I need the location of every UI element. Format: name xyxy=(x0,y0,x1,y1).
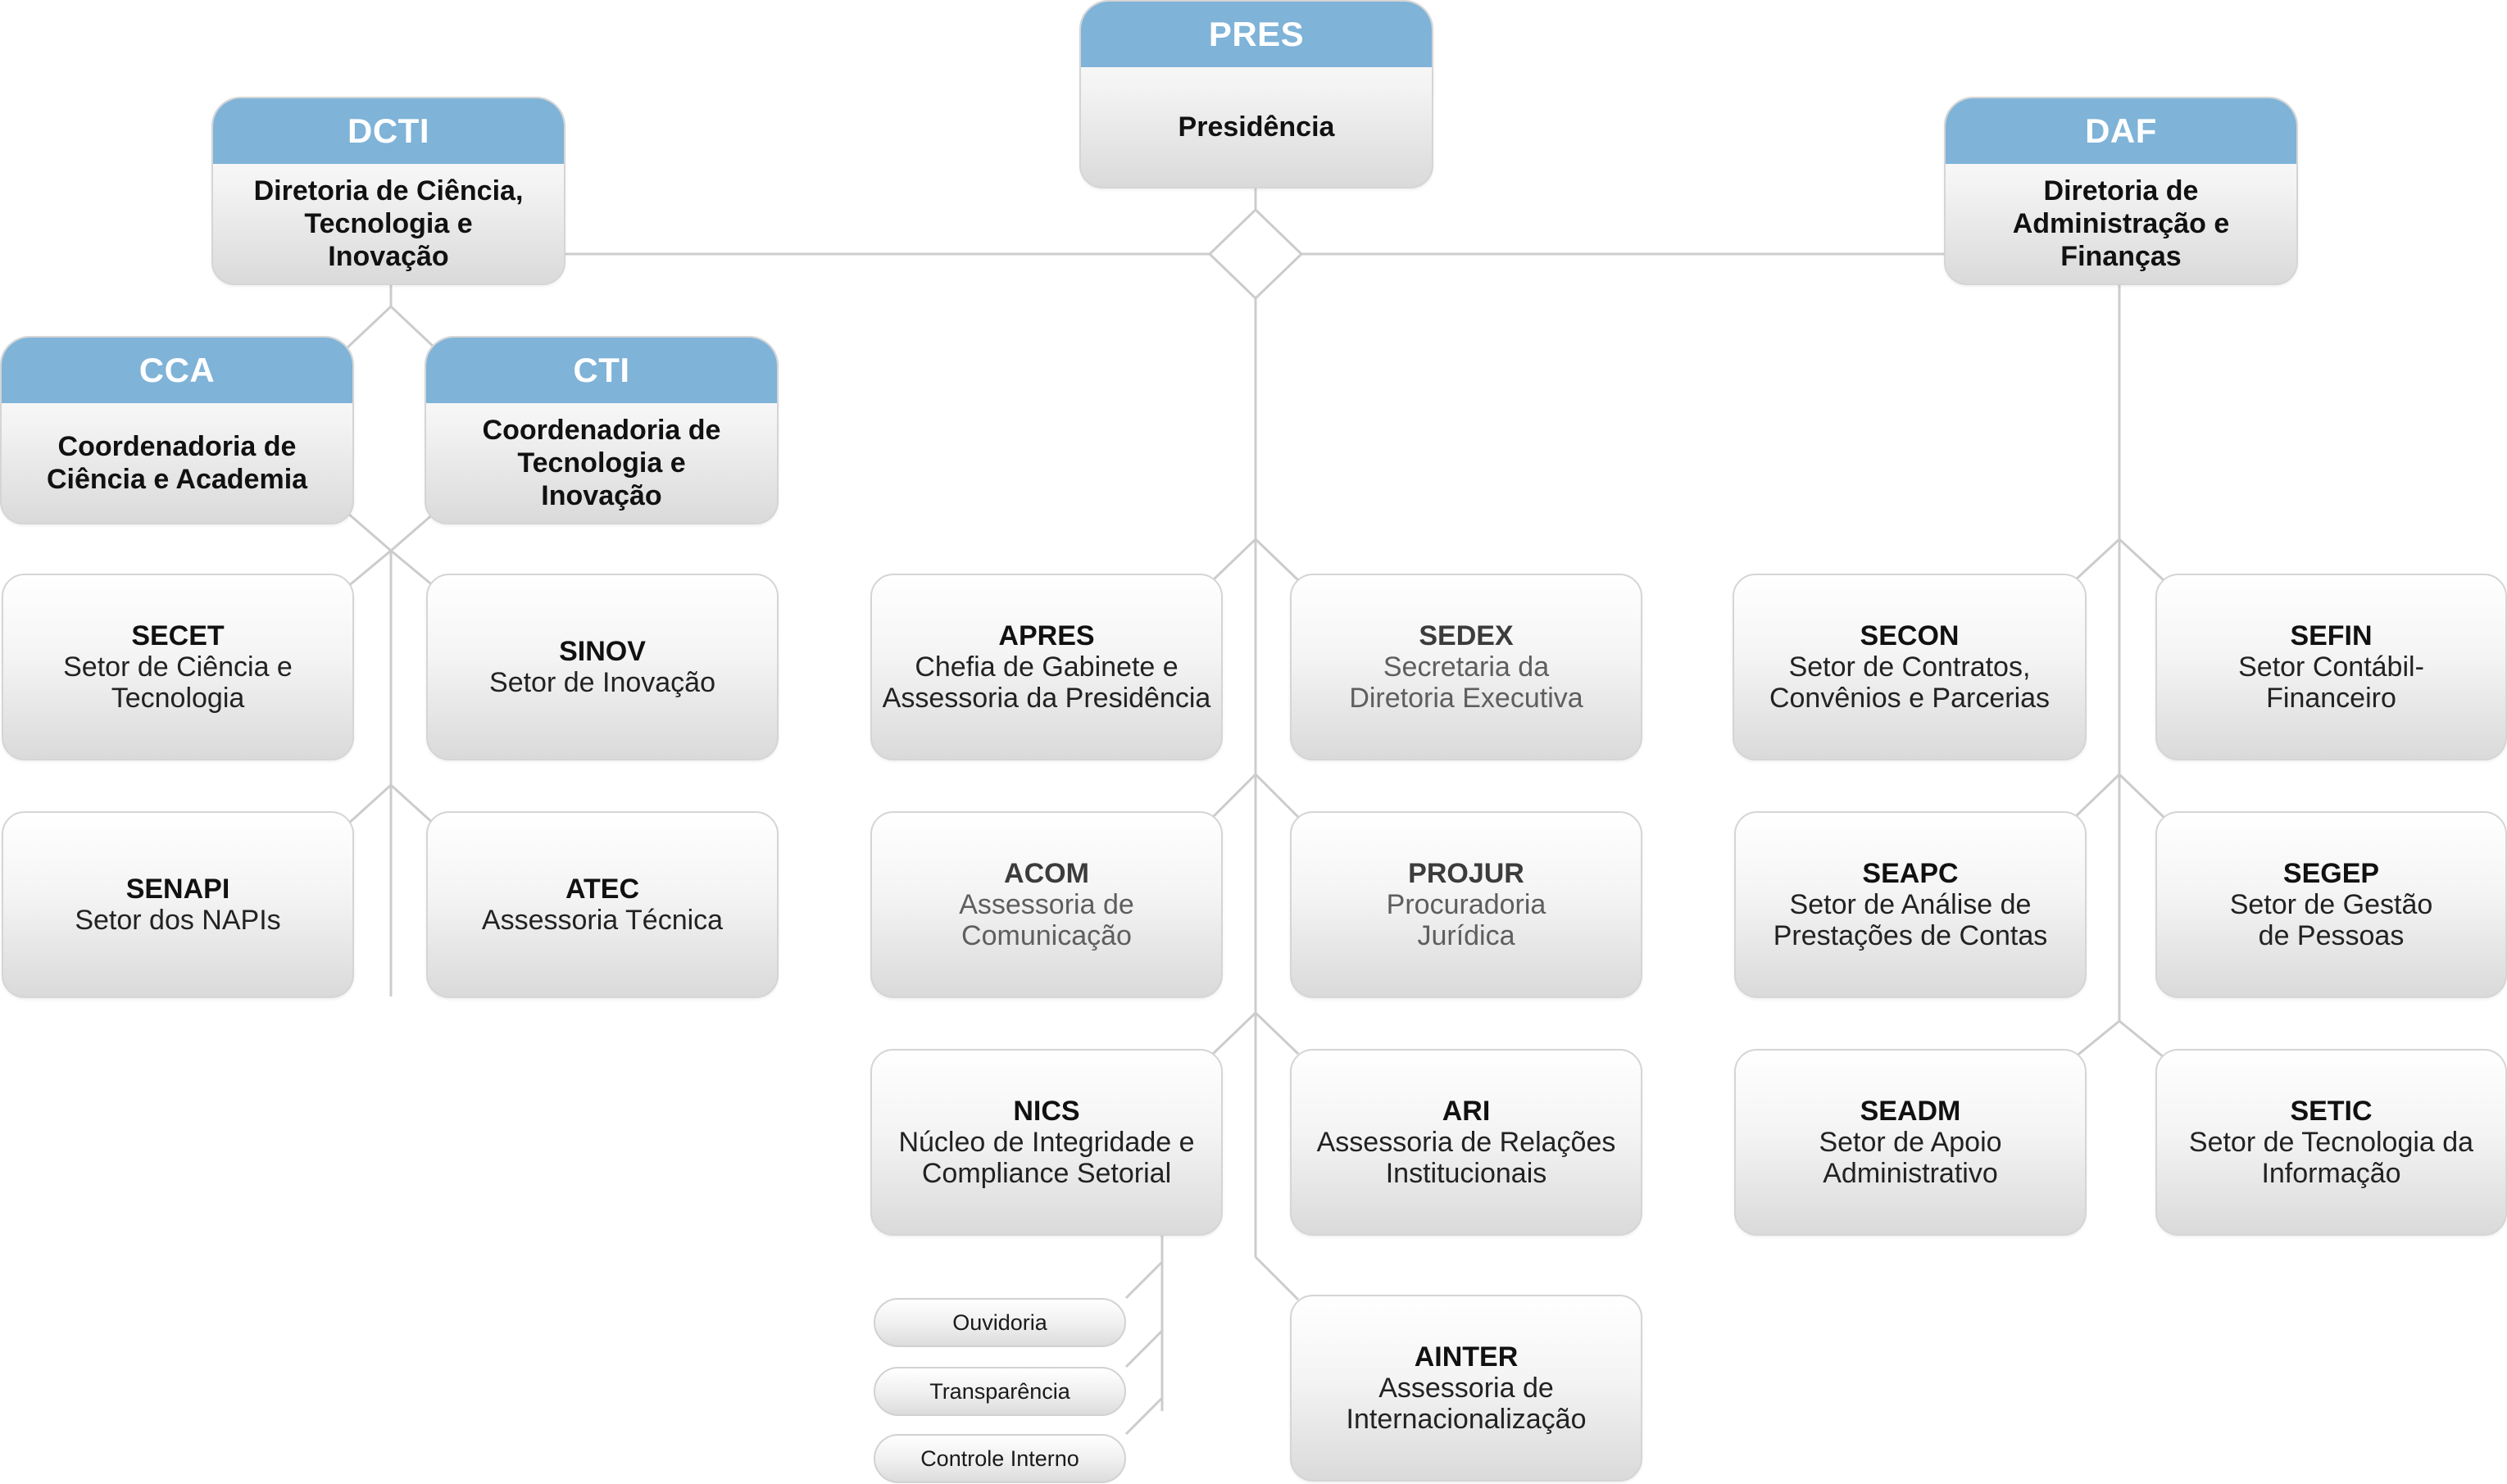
node-code: SEGEP xyxy=(2282,858,2380,889)
node-desc: Assessoria de Comunicação xyxy=(959,889,1134,951)
node-atec: ATEC Assessoria Técnica xyxy=(426,811,779,998)
node-code: SEADM xyxy=(1860,1096,1961,1127)
node-name: Coordenadoria de Ciência e Academia xyxy=(46,431,308,495)
node-apres: APRES Chefia de Gabinete e Assessoria da… xyxy=(870,574,1223,760)
node-acom: ACOM Assessoria de Comunicação xyxy=(870,811,1223,998)
node-code: ARI xyxy=(1442,1096,1491,1127)
node-dcti: DCTI Diretoria de Ciência, Tecnologia e … xyxy=(211,97,565,285)
node-name: Diretoria de Ciência, Tecnologia e Inova… xyxy=(253,175,524,272)
node-desc: Setor Contábil-Financeiro xyxy=(2238,651,2424,714)
node-seapc: SEAPC Setor de Análise de Prestações de … xyxy=(1734,811,2087,998)
node-code: CCA xyxy=(2,338,352,403)
node-setic: SETIC Setor de Tecnologia da Informação xyxy=(2155,1049,2507,1236)
node-cti: CTI Coordenadoria de Tecnologia e Inovaç… xyxy=(425,336,779,524)
node-name: Presidência xyxy=(1178,111,1335,143)
node-code: DCTI xyxy=(213,98,564,164)
node-desc: Chefia de Gabinete e Assessoria da Presi… xyxy=(882,651,1211,714)
node-daf: DAF Diretoria de Administração e Finança… xyxy=(1944,97,2298,285)
node-ari: ARI Assessoria de Relações Institucionai… xyxy=(1290,1049,1642,1236)
node-code: APRES xyxy=(998,620,1095,651)
node-code: NICS xyxy=(1013,1096,1080,1127)
node-secet: SECET Setor de Ciência e Tecnologia xyxy=(2,574,354,760)
node-desc: Setor de Análise de Prestações de Contas xyxy=(1773,889,2048,951)
node-code: ACOM xyxy=(1004,858,1089,889)
node-name: Coordenadoria de Tecnologia e Inovação xyxy=(482,415,721,511)
node-desc: Setor de Tecnologia da Informação xyxy=(2188,1127,2474,1189)
node-code: SETIC xyxy=(2290,1096,2373,1127)
node-code: CTI xyxy=(426,338,777,403)
node-ainter: AINTER Assessoria de Internacionalização xyxy=(1290,1295,1642,1482)
node-desc: Setor dos NAPIs xyxy=(75,905,281,936)
node-desc: Assessoria de Relações Institucionais xyxy=(1316,1127,1616,1189)
node-sefin: SEFIN Setor Contábil-Financeiro xyxy=(2155,574,2507,760)
node-code: SEFIN xyxy=(2290,620,2373,651)
node-controle-interno: Controle Interno xyxy=(874,1434,1126,1483)
node-code: PRES xyxy=(1081,2,1432,67)
node-desc: Núcleo de Integridade e Compliance Setor… xyxy=(898,1127,1195,1189)
node-desc: Assessoria Técnica xyxy=(481,905,724,936)
node-senapi: SENAPI Setor dos NAPIs xyxy=(2,811,354,998)
node-code: SEDEX xyxy=(1419,620,1514,651)
node-desc: Setor de Inovação xyxy=(489,667,715,698)
node-nics: NICS Núcleo de Integridade e Compliance … xyxy=(870,1049,1223,1236)
node-name: Diretoria de Administração e Finanças xyxy=(2012,175,2230,272)
node-code: SENAPI xyxy=(125,874,230,905)
node-desc: Procuradoria Jurídica xyxy=(1386,889,1546,951)
node-code: DAF xyxy=(1946,98,2296,164)
node-code: SECON xyxy=(1860,620,1960,651)
node-desc: Setor de Gestão de Pessoas xyxy=(2229,889,2433,951)
node-seadm: SEADM Setor de Apoio Administrativo xyxy=(1734,1049,2087,1236)
node-ouvidoria: Ouvidoria xyxy=(874,1298,1126,1347)
node-desc: Assessoria de Internacionalização xyxy=(1346,1373,1587,1435)
node-segep: SEGEP Setor de Gestão de Pessoas xyxy=(2155,811,2507,998)
node-secon: SECON Setor de Contratos, Convênios e Pa… xyxy=(1733,574,2087,760)
node-transparencia: Transparência xyxy=(874,1367,1126,1416)
node-sedex: SEDEX Secretaria da Diretoria Executiva xyxy=(1290,574,1642,760)
node-code: AINTER xyxy=(1414,1341,1519,1373)
node-code: SINOV xyxy=(559,636,646,667)
node-code: ATEC xyxy=(565,874,640,905)
node-cca: CCA Coordenadoria de Ciência e Academia xyxy=(0,336,354,524)
node-desc: Setor de Apoio Administrativo xyxy=(1819,1127,2002,1189)
node-pres: PRES Presidência xyxy=(1079,0,1433,188)
node-code: SECET xyxy=(131,620,225,651)
node-desc: Secretaria da Diretoria Executiva xyxy=(1349,651,1583,714)
node-desc: Setor de Ciência e Tecnologia xyxy=(63,651,293,714)
node-code: PROJUR xyxy=(1408,858,1524,889)
node-projur: PROJUR Procuradoria Jurídica xyxy=(1290,811,1642,998)
node-sinov: SINOV Setor de Inovação xyxy=(426,574,779,760)
node-code: SEAPC xyxy=(1862,858,1959,889)
node-desc: Setor de Contratos, Convênios e Parceria… xyxy=(1769,651,2051,714)
